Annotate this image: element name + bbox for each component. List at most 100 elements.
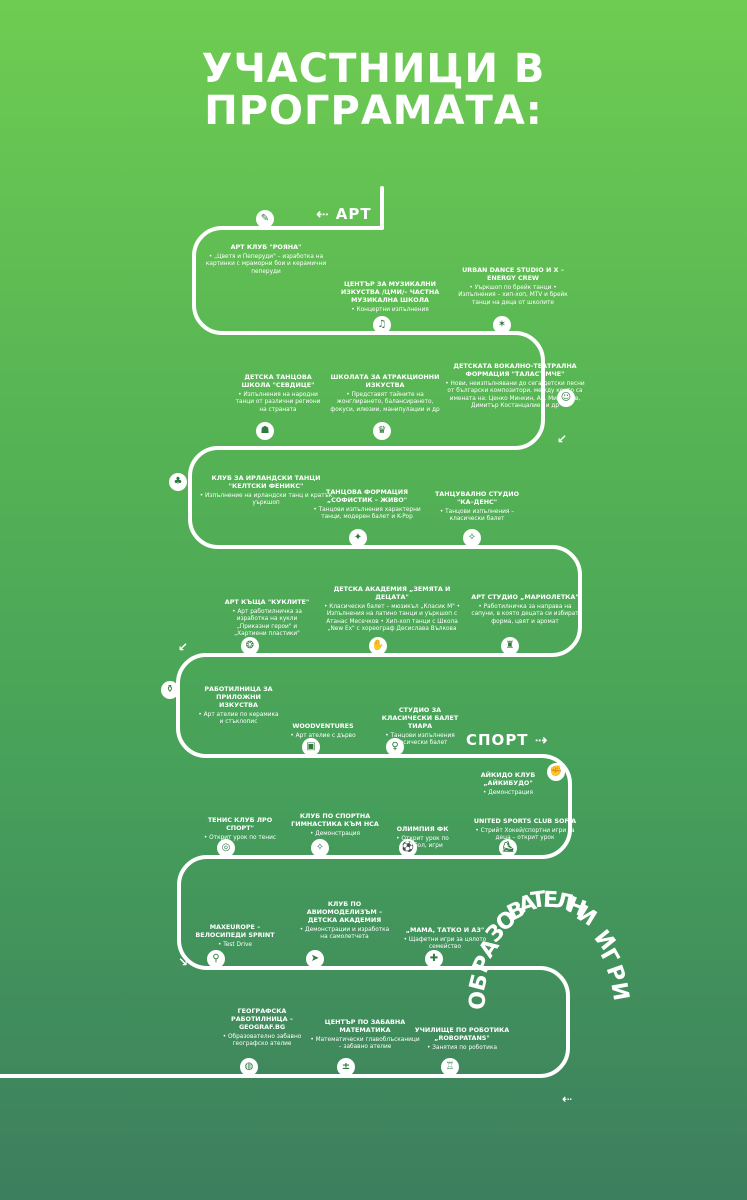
event-description: • Демонстрация	[482, 790, 534, 796]
event-description: • Открит урок по тенис	[203, 835, 277, 841]
event-title: URBAN DANCE STUDIO И X – ENERGY CREW	[462, 266, 564, 282]
event-title: РАБОТИЛНИЦА ЗА ПРИЛОЖНИ ИЗКУСТВА	[204, 685, 273, 709]
event-description: • Работилничка за направа на сапуни, в к…	[471, 604, 579, 625]
event-description: • Математически главоблъсканици – забавн…	[310, 1037, 420, 1051]
event-description: • Концертни изпълнения	[351, 307, 429, 313]
football-icon: ⚽	[399, 839, 417, 857]
bicycle-icon: ⚲	[207, 950, 225, 968]
arrow-curve-icon-2: ↙	[178, 640, 190, 654]
event-title: WOODVENTURES	[292, 722, 354, 730]
event-item: MAXEUROPE – ВЕЛОСИПЕДИ SPRINT • Test Driv…	[190, 923, 280, 949]
hockey-icon: ⛸	[499, 839, 517, 857]
puppet-icon: ❂	[241, 637, 259, 655]
gamepad-icon: ✚	[425, 950, 443, 968]
section-sport: СПОРТ ⇢	[466, 731, 549, 749]
event-description: • Представят тайните на жонглирането, ба…	[330, 392, 440, 413]
event-item: ОЛИМПИЯ ФК • Открит урок по футбол, игри	[385, 825, 460, 851]
ballet-icon: ✧	[463, 529, 481, 547]
section-sport-label: СПОРТ	[466, 731, 529, 749]
event-title: ШКОЛАТА ЗА АТРАКЦИОННИ ИЗКУСТВА	[330, 373, 440, 389]
event-description: • Стрийт Хокей/спортни игри за деца – от…	[475, 828, 575, 842]
shamrock-icon: ♣	[169, 473, 187, 491]
event-item: СТУДИО ЗА КЛАСИЧЕСКИ БАЛЕТ ТИАРА • Танцов…	[375, 706, 465, 748]
event-title: UNITED SPORTS CLUB SOFIA	[473, 817, 577, 825]
hand-print-icon: ✋	[369, 637, 387, 655]
math-icon: ±	[337, 1058, 355, 1076]
event-description: • Танцови изпълнения класически балет	[385, 733, 455, 747]
event-title: ОЛИМПИЯ ФК	[396, 825, 449, 833]
event-title: АЙКИДО КЛУБ „АЙКИБУДО"	[480, 771, 536, 787]
event-description: • Изпълнение на ирландски танц и кратък …	[199, 493, 333, 507]
soap-bottle-icon: ♜	[501, 637, 519, 655]
event-item: КЛУБ ПО СПОРТНА ГИМНАСТИКА КЪМ НСА • Демо…	[290, 812, 380, 838]
event-item: ГЕОГРАФСКА РАБОТИЛНИЦА – GEOGRAF.BG• Обр…	[212, 1007, 312, 1049]
event-description: • Демонстрация	[309, 831, 361, 837]
title-line-2: ПРОГРАМАТА:	[204, 88, 543, 134]
event-title: „МАМА, ТАТКО И АЗ"	[405, 926, 485, 934]
event-description: • Test Drive	[218, 942, 252, 948]
event-description: • Класически балет – мюзикъл „Класик М" …	[323, 604, 461, 633]
pottery-icon: ⚱	[161, 681, 179, 699]
event-title: КЛУБ ПО АВИОМОДЕЛИЗЪМ – ДЕТСКА АКАДЕМИЯ	[306, 900, 383, 924]
event-title: ЦЕНТЪР ПО ЗАБАВНА МАТЕМАТИКА	[324, 1018, 406, 1034]
paper-plane-icon: ➤	[306, 950, 324, 968]
music-note-icon: ♫	[373, 316, 391, 334]
event-item: WOODVENTURES • Арт ателие с дърво	[278, 722, 368, 740]
event-item: ДЕТСКАТА ВОКАЛНО-ТЕАТРАЛНА ФОРМАЦИЯ "ТАЛ…	[445, 362, 585, 411]
event-title: MAXEUROPE – ВЕЛОСИПЕДИ SPRINT	[195, 923, 275, 939]
event-item: ДЕТСКА ТАНЦОВА ШКОЛА "СЕВДИЦЕ" • Изпълнен…	[233, 373, 323, 414]
event-title: ДЕТСКА АКАДЕМИЯ „ЗЕМЯТА И ДЕЦАТА"	[333, 585, 451, 601]
event-item: РАБОТИЛНИЦА ЗА ПРИЛОЖНИ ИЗКУСТВА • Арт ат…	[196, 685, 281, 727]
folk-dance-icon: ☗	[256, 422, 274, 440]
event-description: • Арт ателие по керамика и стъклопис	[198, 712, 279, 726]
event-title: ДЕТСКА ТАНЦОВА ШКОЛА "СЕВДИЦЕ"	[241, 373, 315, 389]
event-title: КЛУБ ЗА ИРЛАНДСКИ ТАНЦИ "КЕЛТСКИ ФЕНИКС"	[211, 474, 321, 490]
event-title: АРТ КЪЩА "КУКЛИТЕ"	[224, 598, 310, 606]
event-title: УЧИЛИЩЕ ПО РОБОТИКА „ROBOPATANS"	[414, 1026, 510, 1042]
event-description: • Арт ателие с дърво	[290, 733, 356, 739]
wood-icon: ▣	[302, 738, 320, 756]
event-description: • Изпълнения на народни танци от различн…	[235, 392, 321, 413]
arrow-curve-icon: ↙	[557, 432, 569, 446]
event-item: АРТ СТУДИО „МАРИОЛЕТКА"• Работилничка за…	[470, 593, 580, 626]
event-title: АРТ КЛУБ "РОЯНА"	[230, 243, 302, 251]
page-title: УЧАСТНИЦИ В ПРОГРАМАТА:	[0, 48, 747, 132]
section-art-label: АРТ	[335, 205, 372, 223]
event-description: • Открит урок по футбол, игри	[396, 836, 449, 850]
event-item: КЛУБ ПО АВИОМОДЕЛИЗЪМ – ДЕТСКА АКАДЕМИЯ •…	[297, 900, 392, 942]
arrow-down-icon: ↘	[178, 955, 190, 969]
event-item: ТАНЦУВАЛНО СТУДИО "КА–ДЕНС" • Танцови изп…	[432, 490, 522, 524]
event-item: ЦЕНТЪР ПО ЗАБАВНА МАТЕМАТИКА • Математиче…	[310, 1018, 420, 1052]
event-item: АРТ КЪЩА "КУКЛИТЕ" • Арт работилничка за …	[222, 598, 312, 639]
event-item: UNITED SPORTS CLUB SOFIA • Стрийт Хокей/с…	[470, 817, 580, 843]
event-item: КЛУБ ЗА ИРЛАНДСКИ ТАНЦИ "КЕЛТСКИ ФЕНИКС"…	[196, 474, 336, 508]
event-title: ЦЕНТЪР ЗА МУЗИКАЛНИ ИЗКУСТВА /ЦМИ/– ЧАСТ…	[340, 280, 440, 304]
event-item: УЧИЛИЩЕ ПО РОБОТИКА „ROBOPATANS" • Заняти…	[412, 1026, 512, 1052]
event-title: КЛУБ ПО СПОРТНА ГИМНАСТИКА КЪМ НСА	[291, 812, 379, 828]
magic-hat-icon: ♛	[373, 422, 391, 440]
theatre-masks-icon: ☺	[557, 389, 575, 407]
event-description: • Щафетни игри за цялото семейство	[403, 937, 487, 951]
event-title: ТЕНИС КЛУБ ЛРО СПОРТ"	[207, 816, 273, 832]
event-item: ЦЕНТЪР ЗА МУЗИКАЛНИ ИЗКУСТВА /ЦМИ/– ЧАСТ…	[335, 280, 445, 314]
martial-arts-icon: ✊	[547, 763, 565, 781]
event-description: • Танцови изпълнения – класически балет	[439, 509, 515, 523]
education-letter: О	[464, 990, 492, 1012]
event-description: • Арт работилничка за изработка на кукли…	[232, 609, 302, 638]
event-description: • Демонстрации и изработка на самолетчет…	[299, 927, 390, 941]
event-item: ДЕТСКА АКАДЕМИЯ „ЗЕМЯТА И ДЕЦАТА" • Класи…	[322, 585, 462, 634]
event-item: ТЕНИС КЛУБ ЛРО СПОРТ" • Открит урок по те…	[200, 816, 280, 842]
event-title: ТАНЦОВА ФОРМАЦИЯ „СОФИСТИК – ЖИВО"	[325, 488, 408, 504]
section-art: ⇠ АРТ	[316, 205, 372, 223]
event-description: • Танцови изпълнения характерни танци, м…	[313, 507, 421, 521]
event-title: СТУДИО ЗА КЛАСИЧЕСКИ БАЛЕТ ТИАРА	[381, 706, 459, 730]
robot-icon: ♖	[441, 1058, 459, 1076]
event-description: • „Цветя и Пеперуди" – изработка на карт…	[205, 254, 327, 275]
ballerina-icon: ♀	[386, 738, 404, 756]
event-description: • Занятия по роботика	[426, 1045, 497, 1051]
dancer-icon: ✦	[349, 529, 367, 547]
event-title: ТАНЦУВАЛНО СТУДИО "КА–ДЕНС"	[434, 490, 520, 506]
event-title: ГЕОГРАФСКА РАБОТИЛНИЦА – GEOGRAF.BG	[231, 1007, 293, 1031]
